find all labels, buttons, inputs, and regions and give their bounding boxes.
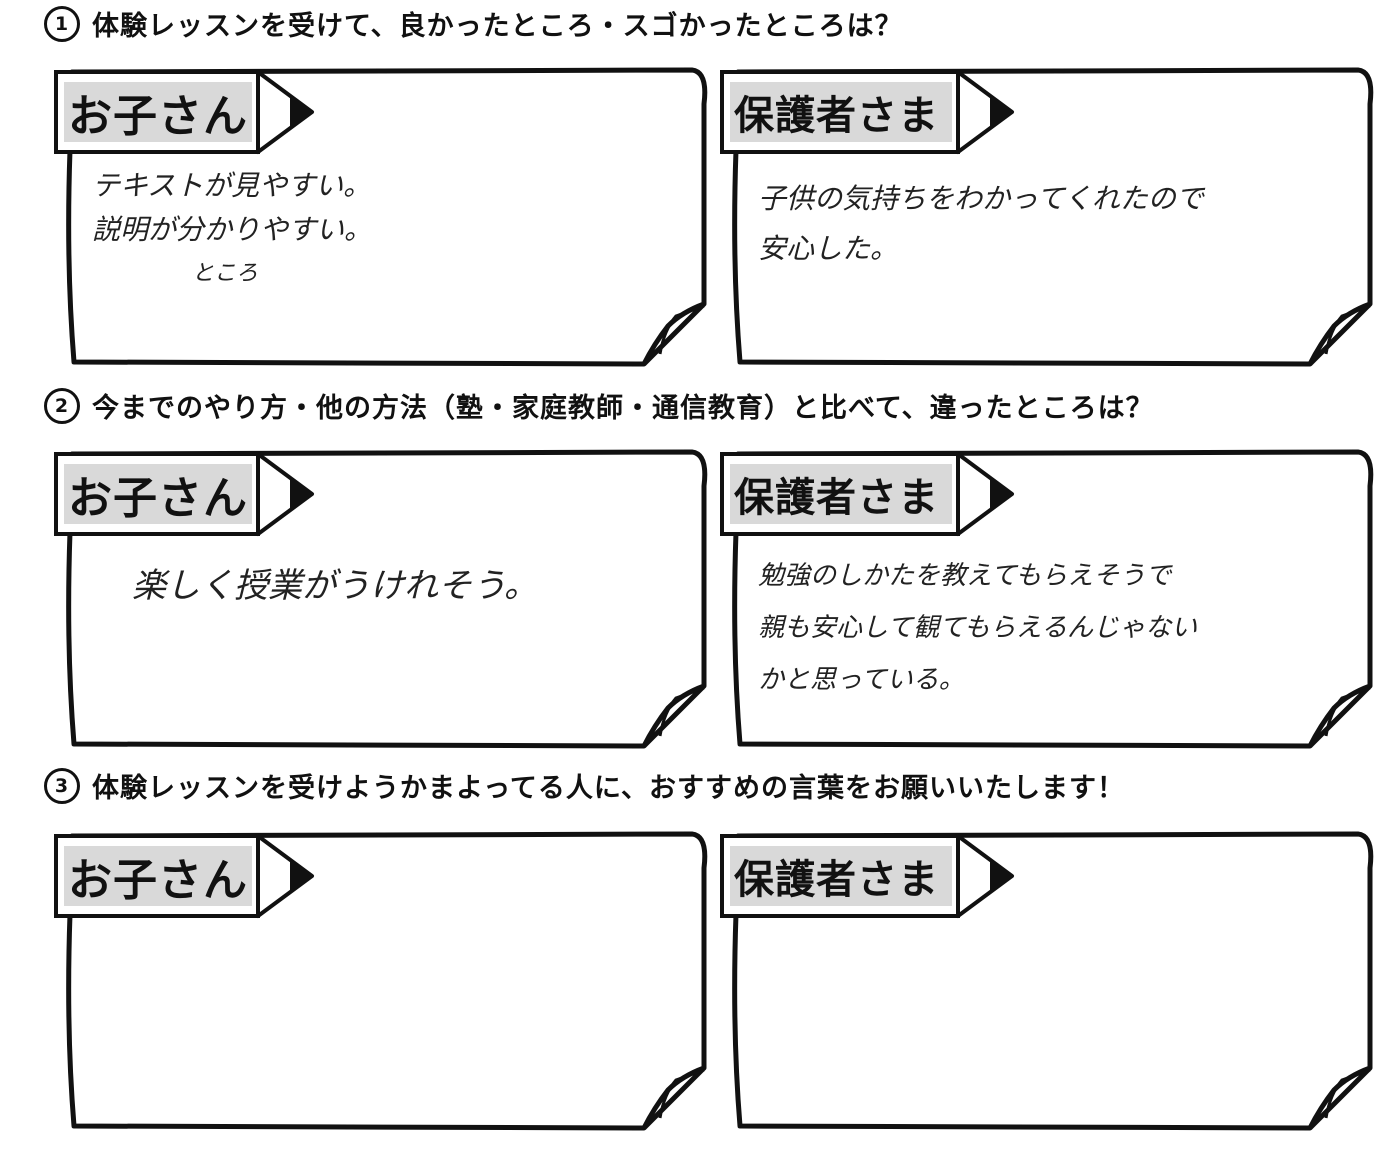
- answer-card-parent-1: 保護者さま 子供の気持ちをわかってくれたので 安心した。: [718, 64, 1382, 376]
- answer-line: 親も安心して観てもらえるんじゃない: [758, 613, 1198, 643]
- answer-card-parent-3: 保護者さま: [718, 828, 1382, 1140]
- pencil-shape: [54, 452, 314, 536]
- question-3: 3 体験レッスンを受けようかまよってる人に、おすすめの言葉をお願いいたします！: [44, 766, 1125, 805]
- card-frame: [720, 831, 1374, 1131]
- pencil-tag: 保護者さま: [718, 70, 1018, 154]
- answer-text: 勉強のしかたを教えてもらえそうで 親も安心して観てもらえるんじゃない かと思って…: [758, 550, 1342, 718]
- answer-text: テキストが見やすい。 説明が分かりやすい。 ところ: [92, 164, 676, 336]
- answer-line: 子供の気持ちをわかってくれたので: [758, 182, 1204, 215]
- answer-line: ところ: [192, 261, 259, 286]
- answer-line: 楽しく授業がうけれそう。: [132, 566, 538, 606]
- pencil-shape: [720, 452, 1014, 536]
- answer-text: 子供の気持ちをわかってくれたので 安心した。: [758, 174, 1342, 336]
- tag-label-child: お子さん: [68, 855, 248, 906]
- answer-line: かと思っている。: [758, 665, 965, 695]
- tag-label-parent: 保護者さま: [734, 857, 939, 903]
- answer-text: 楽しく授業がうけれそう。: [132, 564, 676, 718]
- question-number-2: 2: [44, 387, 80, 424]
- tag-label-parent: 保護者さま: [734, 93, 939, 139]
- pencil-shape: [54, 70, 314, 154]
- question-2-text: 今までのやり方・他の方法（塾・家庭教師・通信教育）と比べて、違ったところは？: [92, 393, 1154, 424]
- answer-card-child-3: お子さん: [52, 828, 716, 1140]
- question-1: 1 体験レッスンを受けて、良かったところ・スゴかったところは？: [44, 4, 903, 43]
- pencil-tag: お子さん: [52, 834, 314, 918]
- tag-label-child: お子さん: [68, 473, 248, 524]
- tag-label-child: お子さん: [68, 91, 248, 142]
- pencil-tag: お子さん: [52, 70, 314, 154]
- question-1-text: 体験レッスンを受けて、良かったところ・スゴかったところは？: [92, 11, 903, 42]
- question-3-text: 体験レッスンを受けようかまよってる人に、おすすめの言葉をお願いいたします！: [92, 773, 1126, 804]
- answer-card-child-2: お子さん 楽しく授業がうけれそう。: [52, 446, 716, 758]
- answer-card-child-1: お子さん テキストが見やすい。 説明が分かりやすい。 ところ: [52, 64, 716, 376]
- question-number-3: 3: [44, 767, 80, 804]
- question-number-1: 1: [44, 5, 80, 42]
- pencil-shape: [720, 70, 1014, 154]
- card-frame: [720, 67, 1374, 367]
- pencil-tag: お子さん: [52, 452, 314, 536]
- answer-area-empty: [92, 928, 676, 1100]
- card-frame: [720, 449, 1374, 749]
- answer-line: テキストが見やすい。: [92, 169, 372, 202]
- pencil-shape: [720, 834, 1014, 918]
- card-frame: [54, 67, 708, 367]
- answer-line: 説明が分かりやすい。: [92, 213, 373, 246]
- answer-area-empty: [758, 928, 1342, 1100]
- pencil-tag: 保護者さま: [718, 452, 1018, 536]
- answer-line: 安心した。: [758, 232, 899, 265]
- pencil-shape: [54, 834, 314, 918]
- tag-label-parent: 保護者さま: [734, 475, 939, 521]
- answer-card-parent-2: 保護者さま 勉強のしかたを教えてもらえそうで 親も安心して観てもらえるんじゃない…: [718, 446, 1382, 758]
- card-frame: [54, 831, 708, 1131]
- answer-line: 勉強のしかたを教えてもらえそうで: [758, 561, 1172, 591]
- pencil-tag: 保護者さま: [718, 834, 1018, 918]
- question-2: 2 今までのやり方・他の方法（塾・家庭教師・通信教育）と比べて、違ったところは？: [44, 386, 1154, 425]
- card-frame: [54, 449, 708, 749]
